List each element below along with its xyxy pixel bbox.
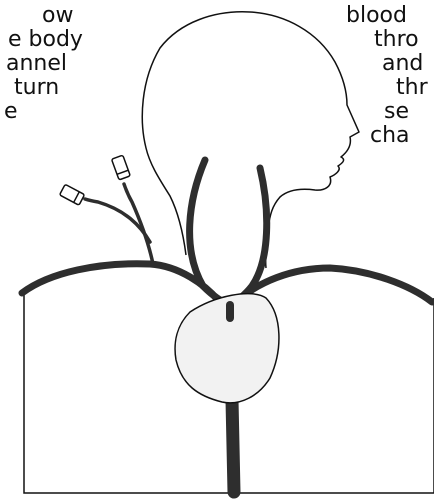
vena-cava-vessel <box>232 400 234 492</box>
right-subclavian-vessel <box>238 268 432 302</box>
catheter-cap <box>112 155 131 180</box>
left-subclavian-vessel <box>22 264 218 300</box>
catheter-cap <box>60 184 85 205</box>
head-outline <box>142 12 359 268</box>
